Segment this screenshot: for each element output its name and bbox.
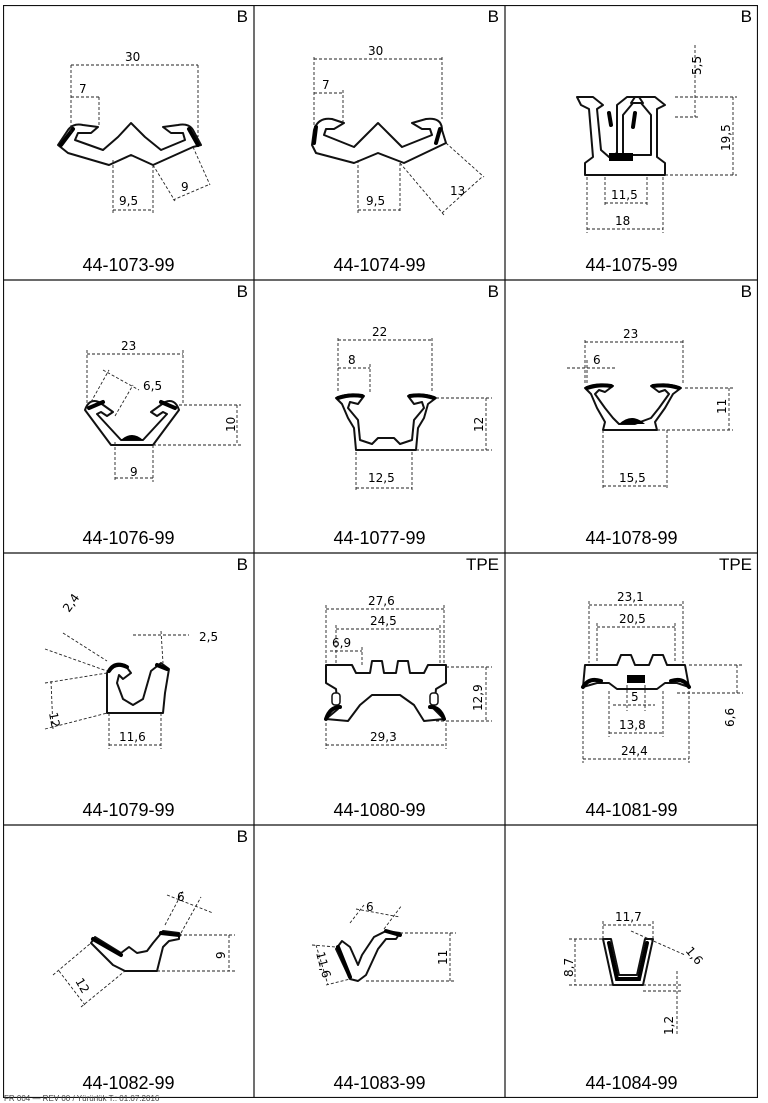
dim-label: 27,6 [368, 594, 395, 608]
part-number: 44-1079-99 [82, 800, 175, 820]
part-number: 44-1081-99 [585, 800, 678, 820]
dim-label: 8,7 [562, 958, 576, 977]
profile-drawing: 30 7 9,5 13 [311, 44, 485, 216]
dim-label: 2,4 [60, 591, 82, 615]
dim-label: 12,9 [471, 684, 485, 711]
dim-label: 6,5 [143, 379, 162, 393]
profile-drawing: 30 7 9,5 9 [57, 50, 211, 213]
dim-label: 20,5 [619, 612, 646, 626]
part-number: 44-1083-99 [333, 1073, 426, 1093]
document-footer: FR 004 — REV 00 / Yürürlük T.: 01.07.201… [4, 1094, 160, 1103]
dim-label: 6,6 [723, 708, 737, 727]
material-label: B [740, 7, 752, 26]
profile-cell-1073: B 30 7 9,5 9 44-1073-99 [3, 5, 254, 280]
dim-label: 11 [436, 950, 450, 965]
profile-cell-1080: TPE 27,6 24,5 6,9 12,9 29,3 44 [254, 553, 505, 825]
dim-label: 13,8 [619, 718, 646, 732]
dim-label: 12 [46, 711, 62, 728]
dim-label: 9 [130, 465, 138, 479]
dim-label: 7 [79, 82, 87, 96]
profile-drawing: 23 6,5 10 9 [84, 339, 241, 482]
dim-label: 8 [348, 353, 356, 367]
profile-cell-1076: B 23 6,5 10 9 44-1076-99 [3, 280, 254, 553]
dim-label: 9,5 [366, 194, 385, 208]
dim-label: 9,5 [119, 194, 138, 208]
dim-label: 30 [125, 50, 140, 64]
material-label: B [487, 282, 499, 301]
profile-cell-1077: B 22 8 12 12,5 44-1077-99 [254, 280, 505, 553]
dim-label: 5,5 [690, 56, 704, 75]
dim-label: 6,9 [332, 636, 351, 650]
dim-label: 22 [372, 325, 387, 339]
part-number: 44-1076-99 [82, 528, 175, 548]
part-number: 44-1075-99 [585, 255, 678, 275]
dim-label: 13 [450, 184, 465, 198]
dim-label: 7 [322, 78, 330, 92]
dim-label: 11,7 [615, 910, 642, 924]
part-number: 44-1082-99 [82, 1073, 175, 1093]
profile-drawing: 2,4 2,5 12 11,6 [44, 591, 218, 749]
profile-cell-1081: TPE 23,1 20,5 5 13,8 [505, 553, 758, 825]
profile-cell-1084: 11,7 8,7 1,6 1,2 44-1084-99 [505, 825, 758, 1098]
profile-cell-1078: B 23 6 11 15,5 44-1078-99 [505, 280, 758, 553]
part-number: 44-1078-99 [585, 528, 678, 548]
dim-label: 12 [472, 417, 486, 432]
profile-drawing: 5,5 19,5 11,5 18 [576, 45, 737, 233]
dim-label: 23,1 [617, 590, 644, 604]
part-number: 44-1077-99 [333, 528, 426, 548]
dim-label: 12 [72, 976, 92, 996]
dim-label: 23 [623, 327, 638, 341]
part-number: 44-1073-99 [82, 255, 175, 275]
dim-label: 18 [615, 214, 630, 228]
material-label: B [236, 555, 248, 574]
dim-label: 11 [715, 399, 729, 414]
dim-label: 12,5 [368, 471, 395, 485]
dim-label: 6 [366, 900, 374, 914]
profile-cell-1075: B 5,5 19,5 11,5 18 44-1075-99 [505, 5, 758, 280]
dim-label: 6 [177, 890, 185, 904]
dim-label: 29,3 [370, 730, 397, 744]
dim-label: 30 [368, 44, 383, 58]
dim-label: 6 [593, 353, 601, 367]
profile-drawing: 23 6 11 15,5 [567, 327, 733, 490]
dim-label: 19,5 [719, 124, 733, 151]
dim-label: 24,5 [370, 614, 397, 628]
profile-drawing: 22 8 12 12,5 [335, 325, 492, 492]
profile-cell-1074: B 30 7 9,5 13 44-1074-99 [254, 5, 505, 280]
dim-label: 1,6 [683, 944, 706, 968]
dim-label: 23 [121, 339, 136, 353]
dim-label: 24,4 [621, 744, 648, 758]
profile-cell-1082: B 6 12 9 44-1082-99 [3, 825, 254, 1098]
dim-label: 11,5 [611, 188, 638, 202]
dim-label: 9 [181, 180, 189, 194]
dim-label: 10 [224, 417, 238, 432]
dim-label: 2,5 [199, 630, 218, 644]
profile-drawing: 6 11,6 11 [311, 900, 456, 986]
material-label: B [236, 7, 248, 26]
profile-drawing: 27,6 24,5 6,9 12,9 29,3 [324, 594, 492, 749]
drawing-sheet: B 30 7 9,5 9 44-1073-99 B [3, 5, 758, 1098]
dim-label: 15,5 [619, 471, 646, 485]
material-label: B [236, 827, 248, 846]
profile-drawing: 11,7 8,7 1,6 1,2 [562, 910, 706, 1035]
dim-label: 9 [214, 951, 228, 959]
profile-drawing: 6 12 9 [52, 890, 235, 1008]
dim-label: 11,6 [119, 730, 146, 744]
part-number: 44-1080-99 [333, 800, 426, 820]
part-number: 44-1074-99 [333, 255, 426, 275]
material-label: TPE [718, 555, 752, 574]
part-number: 44-1084-99 [585, 1073, 678, 1093]
profile-cell-1083: 6 11,6 11 44-1083-99 [254, 825, 505, 1098]
material-label: TPE [465, 555, 499, 574]
material-label: B [236, 282, 248, 301]
material-label: B [740, 282, 752, 301]
dim-label: 1,2 [662, 1016, 676, 1035]
dim-label: 5 [631, 690, 639, 704]
table-grid [3, 5, 758, 1098]
profile-drawing: 23,1 20,5 5 13,8 6,6 24,4 [581, 590, 743, 763]
material-label: B [487, 7, 499, 26]
profile-cell-1079: B 2,4 2,5 12 11,6 44-1079-99 [3, 553, 254, 825]
dim-label: 11,6 [313, 950, 333, 979]
